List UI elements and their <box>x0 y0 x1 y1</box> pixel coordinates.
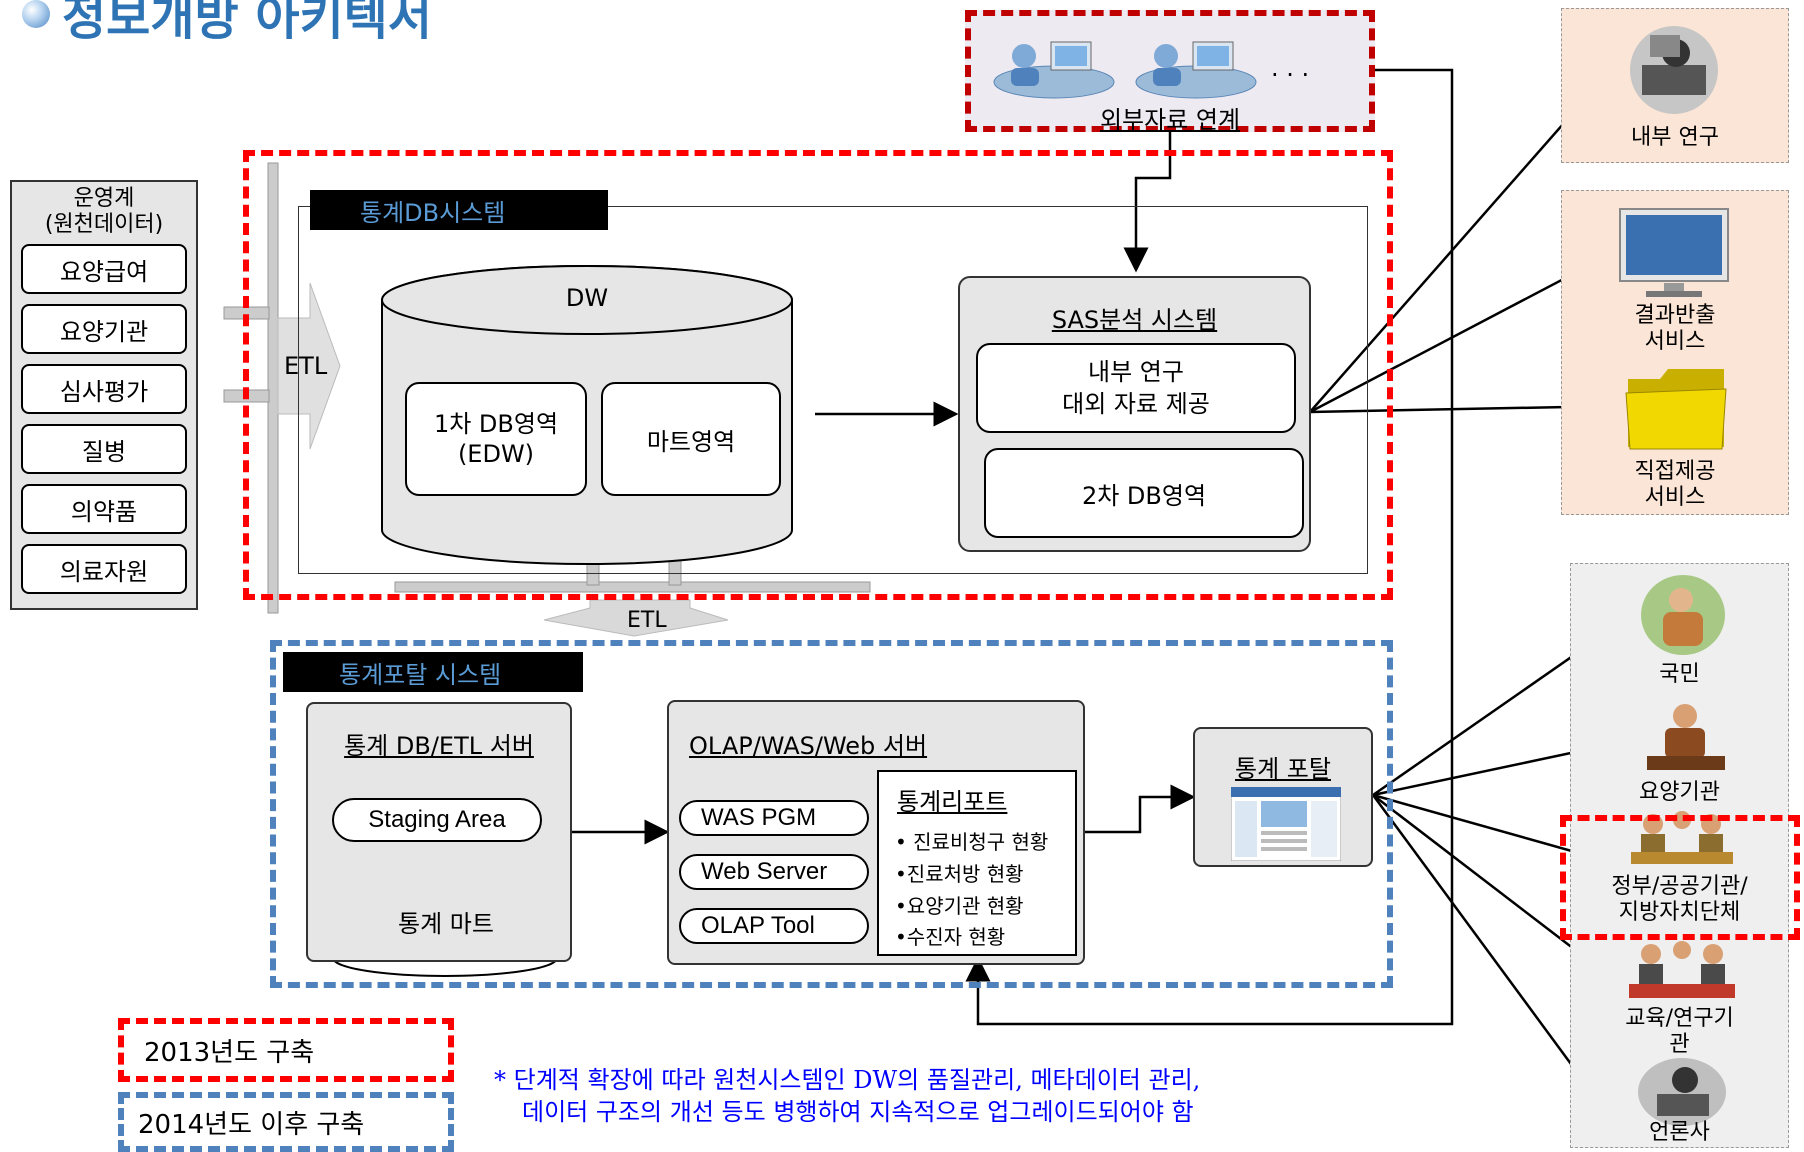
olap-tool: OLAP Tool <box>679 908 869 944</box>
right-label: 언론사 <box>1649 1120 1710 1145</box>
db-etl-server-title: 통계 DB/ETL 서버 <box>344 732 534 760</box>
citizen-icon <box>1641 575 1725 655</box>
user-computer-icon <box>993 41 1115 99</box>
source-item: 의약품 <box>21 484 187 534</box>
source-item: 요양기관 <box>21 304 187 354</box>
output-service-panel: 결과반출 서비스 직접제공 서비스 <box>1561 190 1789 515</box>
source-item: 질병 <box>21 424 187 474</box>
note-line-1: * 단계적 확장에 따라 원천시스템인 DW의 품질관리, 메타데이터 관리, <box>494 1066 1201 1094</box>
external-label: 외부자료 연계 <box>1099 106 1241 134</box>
portal-system-label: 통계포탈 시스템 <box>283 652 583 692</box>
title-bullet-icon <box>22 0 50 28</box>
source-item: 요양급여 <box>21 244 187 294</box>
researcher-icon <box>1630 26 1718 114</box>
customer-panel: 국민 요양기관 정부/공공기관/ 지방자치단체 교육/연구기 관 언론사 <box>1570 563 1789 1148</box>
dw-label: DW <box>565 284 609 312</box>
was-pgm: WAS PGM <box>679 800 869 836</box>
etl-label: ETL <box>284 352 328 380</box>
web-portal-screenshot-icon <box>1231 787 1341 861</box>
stats-mart: 통계 마트 <box>398 910 494 938</box>
source-item: 심사평가 <box>21 364 187 414</box>
staging-area: Staging Area <box>332 798 542 842</box>
db-etl-server-box: 통계 DB/ETL 서버 Staging Area 통계 마트 <box>306 702 572 962</box>
report-title: 통계리포트 <box>897 788 1008 816</box>
user-computer-icon <box>1135 41 1257 99</box>
db-system-box <box>298 206 1368 574</box>
mart-box: 마트영역 <box>601 382 781 496</box>
page-title: 정보개방 아키텍서 <box>62 0 432 46</box>
legend-2014: 2014년도 이후 구축 <box>118 1092 454 1152</box>
folder-icon <box>1625 369 1727 450</box>
right-label: 교육/연구기 관 <box>1625 1006 1734 1057</box>
sas-research-box: 내부 연구 대외 자료 제공 <box>976 343 1296 433</box>
report-item: • 진료비청구 현황 <box>895 830 1049 854</box>
right-label: 요양기관 <box>1639 780 1720 805</box>
source-title: 운영계 (원천데이터) <box>44 186 164 237</box>
stats-report-box: 통계리포트 • 진료비청구 현황 •진료처방 현황 •요양기관 현황 •수진자 … <box>877 770 1077 956</box>
olap-server-box: OLAP/WAS/Web 서버 WAS PGM Web Server OLAP … <box>667 700 1085 965</box>
web-server: Web Server <box>679 854 869 890</box>
right-label: 국민 <box>1659 662 1700 687</box>
edw-box: 1차 DB영역 (EDW) <box>405 382 587 496</box>
more-dots: . . . <box>1271 54 1310 82</box>
phone-person-icon <box>1647 704 1725 770</box>
source-system-panel: 운영계 (원천데이터) 요양급여 요양기관 심사평가 질병 의약품 의료자원 <box>10 180 198 610</box>
external-data-box: . . . 외부자료 연계 <box>965 10 1375 134</box>
right-label: 정부/공공기관/ 지방자치단체 <box>1611 874 1748 925</box>
right-label: 내부 연구 <box>1631 125 1719 150</box>
portal-system-2014-frame <box>270 640 1393 988</box>
stats-portal-title: 통계 포탈 <box>1235 755 1331 783</box>
right-label: 직접제공 서비스 <box>1634 459 1716 510</box>
db-system-2013-frame <box>243 150 1393 600</box>
sas-title: SAS분석 시스템 <box>1051 306 1218 334</box>
etl2-label: ETL <box>627 608 667 633</box>
report-item: •진료처방 현황 <box>895 862 1024 886</box>
legend-2013: 2013년도 구축 <box>118 1018 454 1082</box>
source-item: 의료자원 <box>21 544 187 594</box>
conference-icon <box>1629 941 1735 998</box>
sas-db2-box: 2차 DB영역 <box>984 448 1304 538</box>
stats-portal-box: 통계 포탈 <box>1193 727 1373 867</box>
internal-research-panel: 내부 연구 <box>1561 8 1789 163</box>
right-label: 결과반출 서비스 <box>1634 303 1716 354</box>
olap-server-title: OLAP/WAS/Web 서버 <box>689 732 928 760</box>
gov-highlight-frame <box>1560 815 1800 940</box>
report-item: •요양기관 현황 <box>895 894 1024 918</box>
press-icon <box>1638 1058 1726 1126</box>
report-item: •수진자 현황 <box>895 925 1006 949</box>
sas-system-box: SAS분석 시스템 내부 연구 대외 자료 제공 2차 DB영역 <box>958 276 1311 552</box>
db-system-label: 통계DB시스템 <box>310 190 608 230</box>
note-line-2: 데이터 구조의 개선 등도 병행하여 지속적으로 업그레이드되어야 함 <box>522 1098 1194 1126</box>
monitor-icon <box>1619 208 1729 297</box>
